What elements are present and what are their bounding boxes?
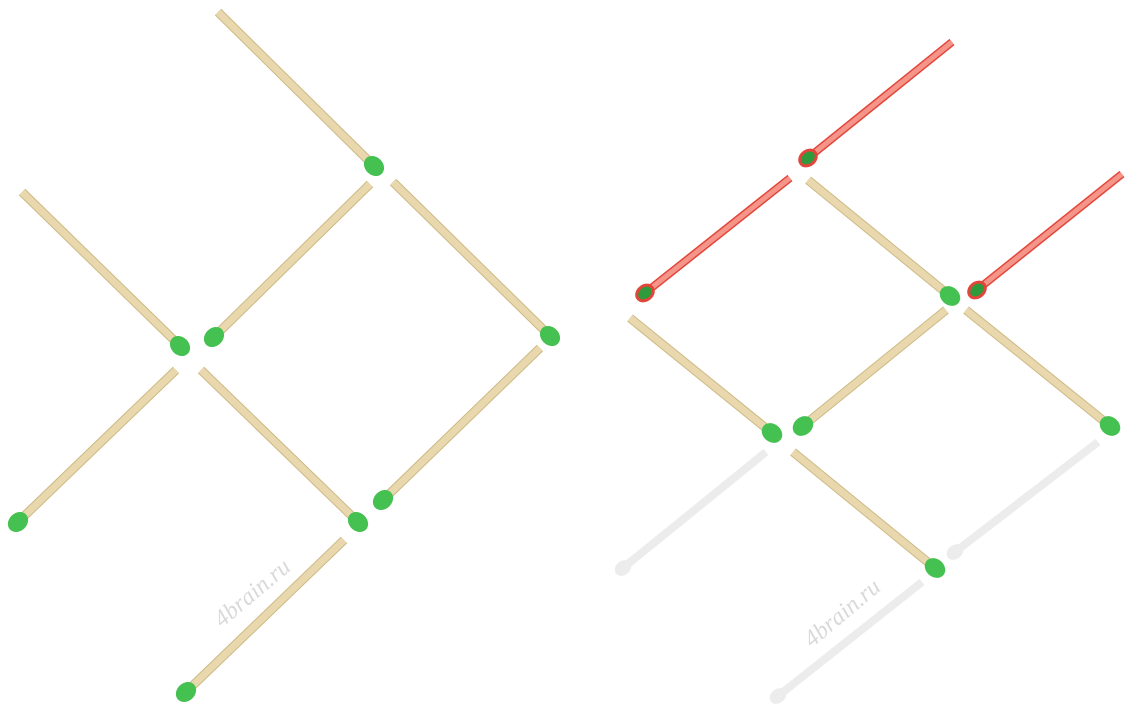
matchstick-body xyxy=(186,540,344,692)
matchstick-body xyxy=(808,42,952,158)
matchstick-body xyxy=(645,178,790,293)
matchstick-body xyxy=(803,310,946,426)
matchstick-g2-removed xyxy=(944,442,1098,563)
matchstick-body xyxy=(793,452,935,568)
matchstick-body xyxy=(383,348,540,500)
matchstick-s5-normal[interactable] xyxy=(630,318,786,447)
matchstick-body xyxy=(18,370,176,522)
matchstick-body xyxy=(623,452,766,568)
matchstick-body xyxy=(955,442,1098,552)
initial-arrangement xyxy=(4,12,564,704)
matchstick-body xyxy=(214,184,370,337)
matchstick-s7-normal[interactable] xyxy=(966,310,1124,440)
matchstick-m8-normal[interactable] xyxy=(172,540,344,704)
matchstick-s2-moved[interactable] xyxy=(634,178,790,304)
matchstick-body xyxy=(808,180,950,296)
matchstick-m2-normal[interactable] xyxy=(200,184,370,351)
matchstick-m4-normal[interactable] xyxy=(393,182,564,350)
matchstick-body xyxy=(218,12,374,166)
matchstick-m7-normal[interactable] xyxy=(369,348,540,514)
matchstick-s3-moved[interactable] xyxy=(966,174,1122,301)
matchstick-m3-normal[interactable] xyxy=(22,192,194,360)
matchstick-s8-normal[interactable] xyxy=(793,452,949,582)
matchstick-s6-normal[interactable] xyxy=(789,310,946,440)
matchstick-body xyxy=(966,310,1110,426)
matchstick-m1-normal[interactable] xyxy=(218,12,388,180)
matchstick-s4-normal[interactable] xyxy=(808,180,964,310)
matchstick-g1-removed xyxy=(612,452,766,579)
matchstick-m5-normal[interactable] xyxy=(4,370,176,536)
matchstick-m6-normal[interactable] xyxy=(201,370,372,536)
matchstick-body xyxy=(201,370,358,522)
matchstick-body xyxy=(977,174,1122,290)
matchstick-s1-moved[interactable] xyxy=(797,42,952,169)
matchstick-body xyxy=(630,318,772,433)
matchstick-body xyxy=(393,182,550,336)
matchstick-body xyxy=(22,192,180,346)
